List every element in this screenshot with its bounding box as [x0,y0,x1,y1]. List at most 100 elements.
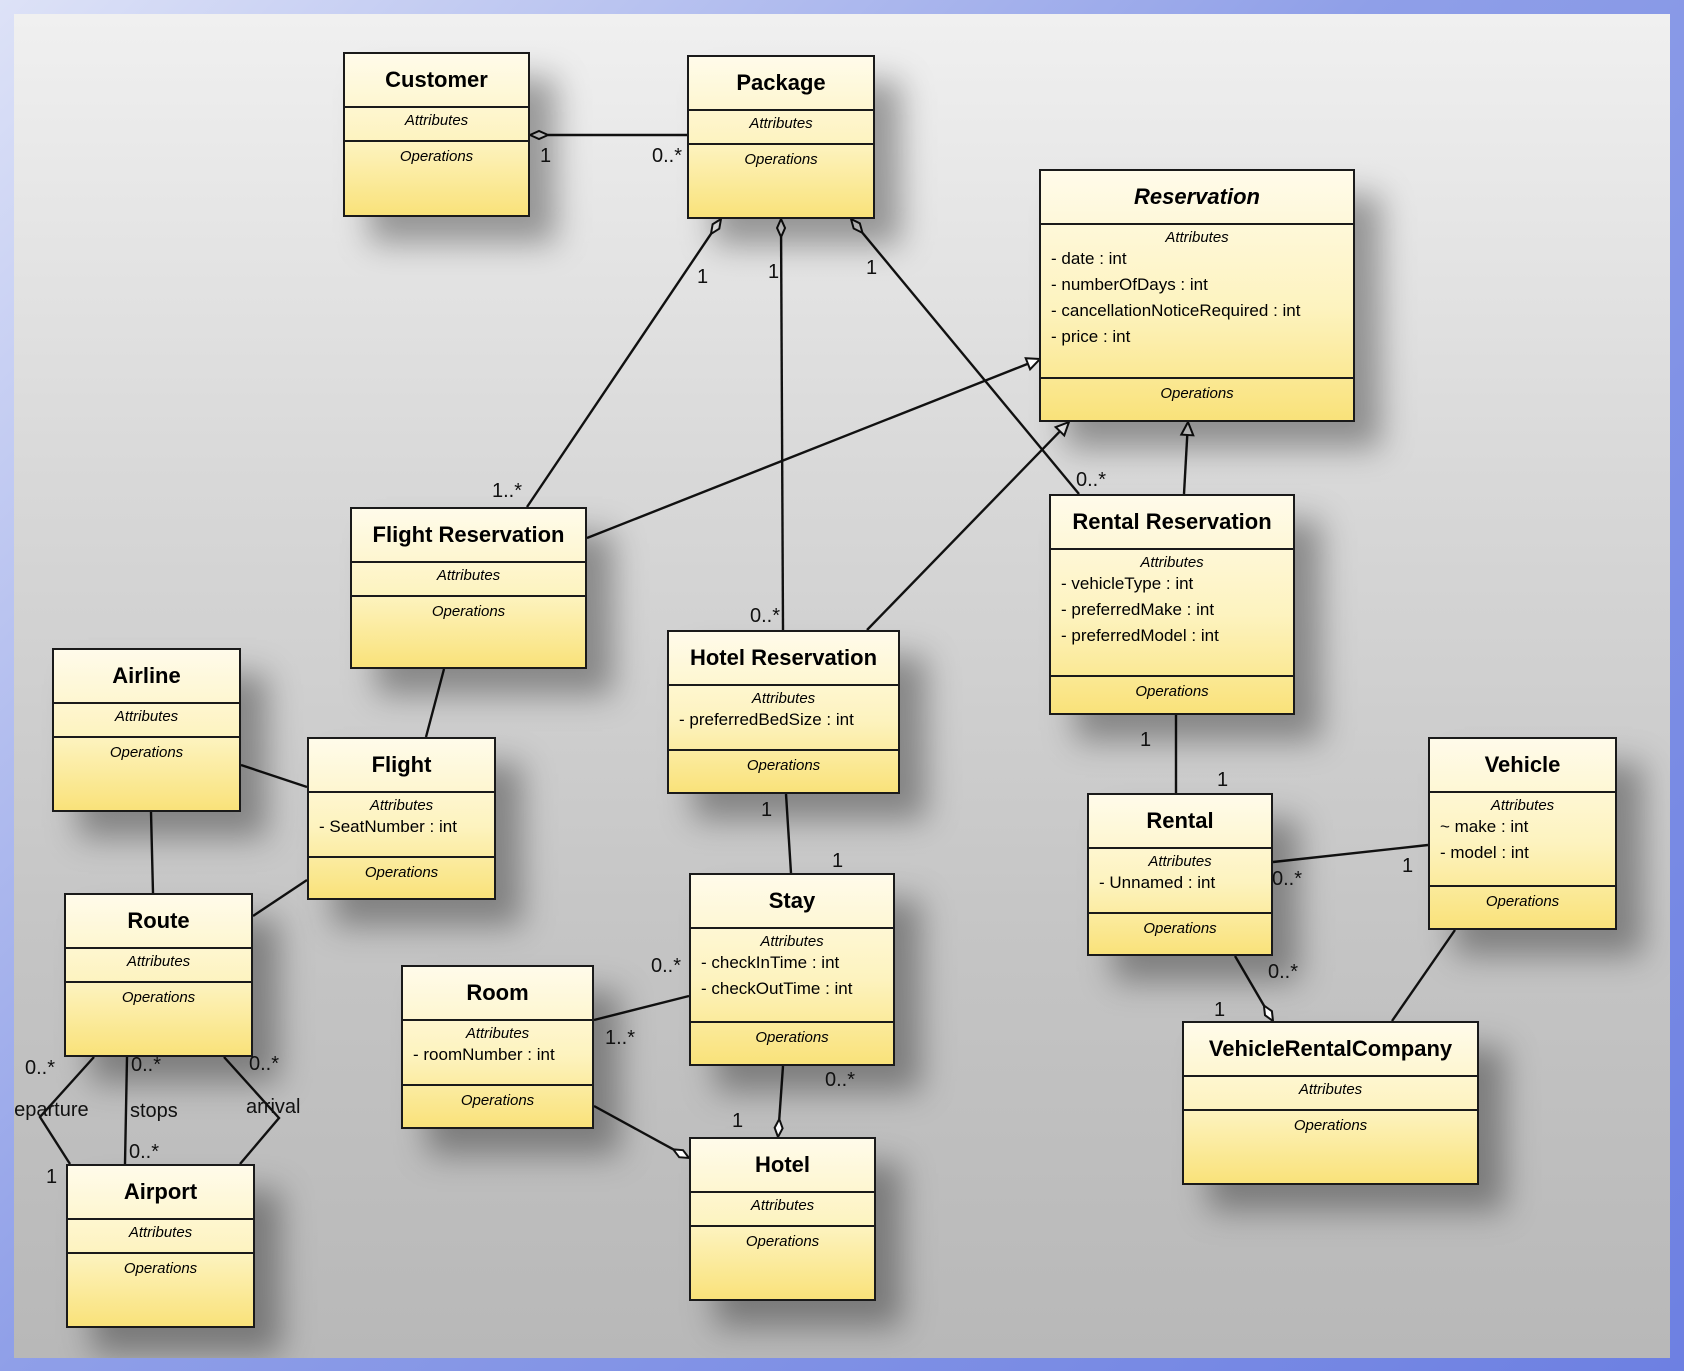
attribute: - preferredMake : int [1061,600,1215,619]
attribute: - vehicleType : int [1061,574,1194,593]
operations-section: Operations [309,858,494,898]
class-name: Hotel Reservation [669,632,898,686]
association-room-hotel [593,1104,674,1151]
association-vehicle-company [1391,929,1456,1022]
association-rental-vehicle [1272,843,1429,864]
multiplicity-label: 0..* [131,1054,162,1076]
attributes-header: Attributes [128,1224,193,1241]
multiplicity-label: 1 [768,261,780,283]
operations-section: Operations [1430,887,1615,928]
association-rental-company [1233,955,1265,1007]
attributes-section: Attributes [691,1193,874,1227]
attribute: - roomNumber : int [413,1045,555,1064]
operations-section: Operations [1089,914,1271,954]
multiplicity-label: 0..* [249,1053,280,1075]
attributes-section: Attributes - vehicleType : int - preferred… [1051,550,1293,677]
operations-header: Operations [744,151,818,168]
class-name: Airline [54,650,239,704]
operations-header: Operations [1135,683,1209,700]
association-lines [38,129,1456,1165]
multiplicity-label: 0..* [651,955,682,977]
attributes-header: Attributes [760,933,824,950]
attributes-header: Attributes [1140,554,1204,571]
attribute: - preferredBedSize : int [679,710,854,729]
aggregation-diamond [773,1116,784,1140]
class-name: Rental Reservation [1051,496,1293,550]
association-route-airport-arrival [223,1056,281,1165]
attributes-header: Attributes [751,690,816,707]
attributes-header: Attributes [404,112,469,129]
class-name: Rental [1089,795,1271,849]
multiplicity-label: 1 [697,266,709,288]
class-name: VehicleRentalCompany [1184,1023,1477,1077]
attributes-header: Attributes [114,708,179,725]
association-airline-route [149,811,155,894]
association-package-flight-reservation [526,233,712,508]
multiplicity-label: 1 [1217,769,1229,791]
attribute: - cancellationNoticeRequired : int [1051,301,1301,320]
multiplicity-label: 1 [540,145,552,167]
operations-section: Operations [669,751,898,792]
operations-section: Operations [68,1254,253,1326]
attributes-section: Attributes [352,563,585,597]
class-name: Package [689,57,873,111]
attributes-section: Attributes~ make : int- model : int [1430,793,1615,887]
attributes-header: Attributes [126,953,191,970]
operations-header: Operations [1293,1117,1368,1134]
role-label: stops [130,1100,178,1122]
aggregation-diamond [775,216,787,240]
operations-header: Operations [1160,385,1234,402]
class-name: Reservation [1041,171,1353,225]
generalization-hotel-reservation [866,430,1061,631]
attribute: - checkOutTime : int [701,979,853,998]
attribute: - preferredModel : int [1061,626,1219,645]
multiplicity-label: 0..* [129,1141,160,1163]
attributes-section: Attributes [66,949,251,983]
multiplicity-label: 0..* [1268,961,1299,983]
class-name: Airport [68,1166,253,1220]
class-name: Stay [691,875,893,929]
class-name: Vehicle [1430,739,1615,793]
association-flight-reservation-flight [424,668,446,738]
aggregation-diamond [709,216,723,236]
attributes-header: Attributes [1165,229,1229,246]
attributes-header: Attributes [749,115,813,132]
class-name: Flight [309,739,494,793]
class-name: Route [66,895,251,949]
operations-section: Operations [1184,1111,1477,1183]
operations-section: Operations [691,1023,893,1064]
attribute: - model : int [1440,843,1529,862]
operations-header: Operations [755,1029,829,1046]
multiplicity-label: 1 [46,1166,58,1188]
attributes-section: Attributes- Unnamed : int [1089,849,1271,914]
operations-header: Operations [460,1092,535,1109]
multiplicity-label: 0..* [1076,469,1107,491]
operations-header: Operations [1143,920,1217,937]
association-stay-hotel [778,1065,785,1120]
multiplicity-label: 0..* [25,1057,56,1079]
multiplicity-label: 1 [761,799,773,821]
operations-header: Operations [109,744,184,761]
association-flight-route [252,879,308,917]
class-name: Flight Reservation [352,509,585,563]
operations-section: Operations [1051,677,1293,713]
association-package-hotel-reservation [779,236,785,631]
operations-header: Operations [364,864,439,881]
